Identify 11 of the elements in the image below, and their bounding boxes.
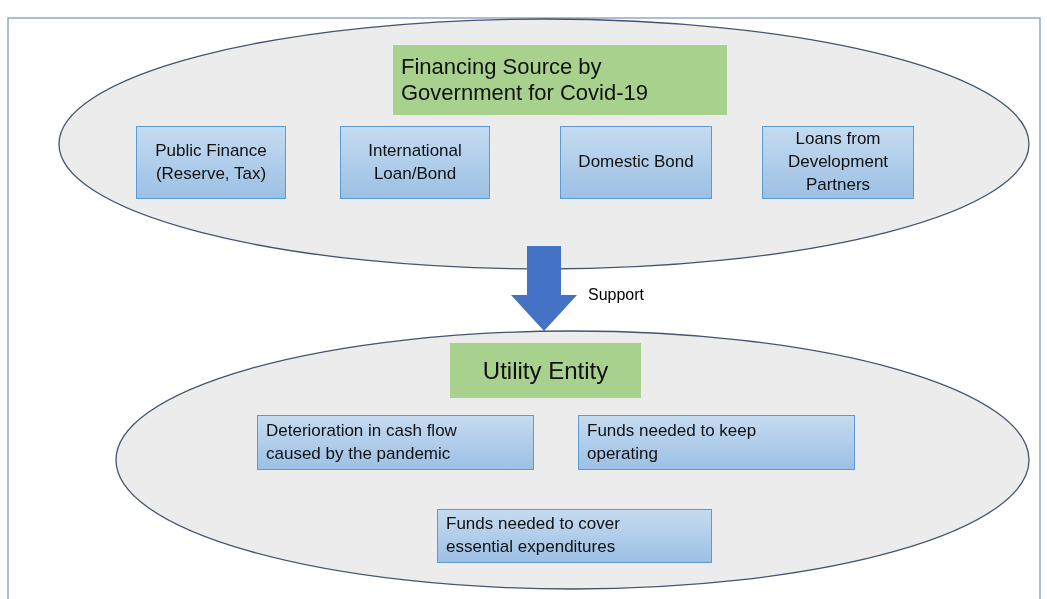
text-box: Domestic Bond: [560, 126, 712, 199]
edge-label: Support: [586, 286, 647, 304]
text-box: Loans from Development Partners: [762, 126, 914, 199]
text-box: Public Finance (Reserve, Tax): [136, 126, 286, 199]
arrow: [511, 246, 577, 331]
text-box: Funds needed to cover essential expenditures: [437, 509, 712, 563]
text-box: Funds needed to keep operating: [578, 415, 855, 470]
text-box: Deterioration in cash flow caused by the pandemic: [257, 415, 534, 470]
heading-box: Utility Entity: [450, 343, 641, 398]
text-box: International Loan/Bond: [340, 126, 490, 199]
heading-box: Financing Source by Government for Covid-19: [393, 45, 727, 115]
